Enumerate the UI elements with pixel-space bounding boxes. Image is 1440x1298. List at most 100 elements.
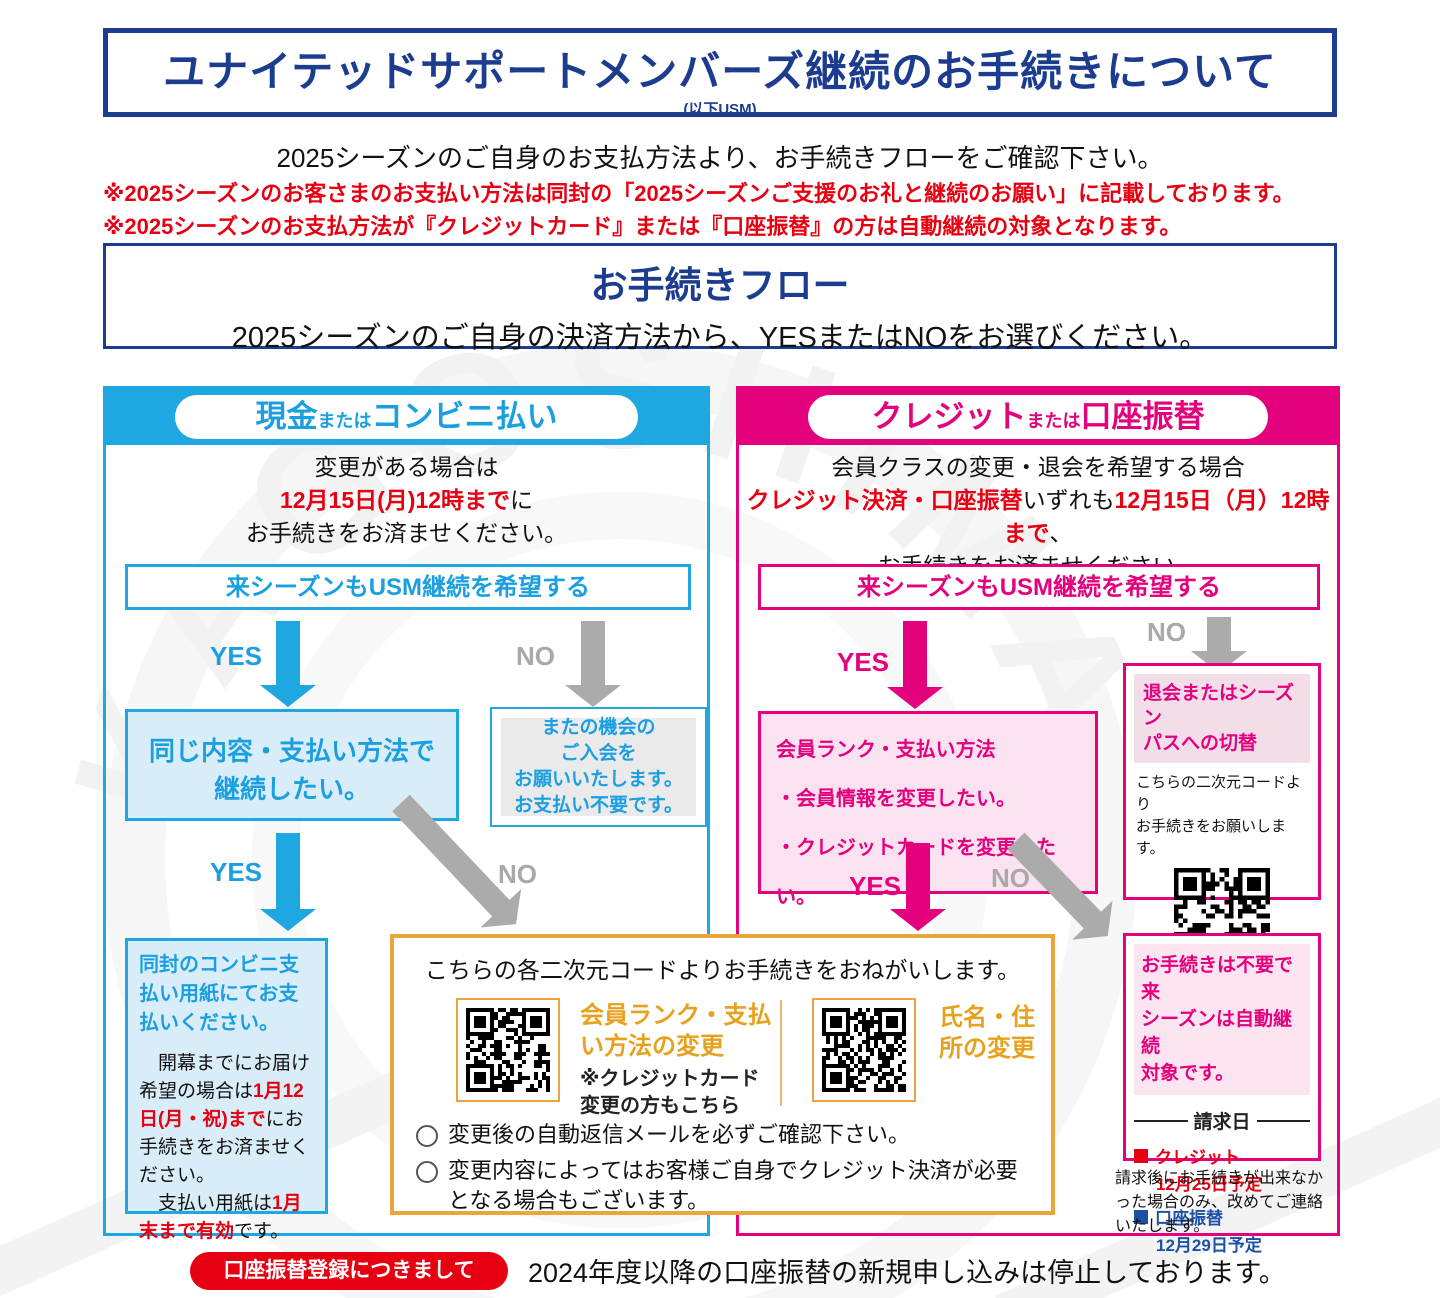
circle-bullet-icon <box>416 1161 438 1183</box>
cash-deadline-text: 変更がある場合は 12月15日(月)12時までに お手続きをお済ませください。 <box>106 451 707 550</box>
header-text: 現金 <box>255 398 318 434</box>
text-segment: こちらの二次元コードより <box>1136 774 1302 813</box>
intro-text: 2025シーズンのご自身のお支払方法より、お手続きフローをご確認下さい。 <box>276 143 1164 173</box>
yes-label: YES <box>210 641 263 671</box>
text-segment: 会員クラスの変更・退会を希望する場合 <box>831 454 1245 480</box>
text-segment: 会員ランク・支払い方法 <box>776 739 996 761</box>
flow-intro-box: お手続きフロー 2025シーズンのご自身の決済方法から、YESまたはNOをお選び… <box>103 243 1337 354</box>
qr-bullet: 変更後の自動返信メールを必ずご確認下さい。 <box>416 1120 1036 1150</box>
qr-box-title: こちらの各二次元コードよりお手続きをおねがいします。 <box>424 957 1021 983</box>
down-arrow-icon <box>887 621 943 709</box>
deadline-date: 12月15日（月）12時まで <box>1003 487 1330 546</box>
pay-box-paragraph: 開幕までにお届け希望の場合は1月12日(月・祝)までにお手続きをお済ませください… <box>139 1050 314 1190</box>
flow-subtitle: 2025シーズンのご自身の決済方法から、YESまたはNOをお選びください。 <box>231 322 1209 354</box>
qr-procedure-box: こちらの各二次元コードよりお手続きをおねがいします。 会員ランク・支払 い方法の… <box>390 934 1055 1215</box>
text-segment: 退会またはシーズン <box>1143 683 1295 729</box>
qr-label-name-address: 氏名・住所の変更 <box>939 1004 1035 1062</box>
yes-label: YES <box>849 871 902 901</box>
text-segment: 、 <box>1049 520 1073 546</box>
header-text: クレジット <box>871 398 1027 434</box>
direct-debit-badge: 口座振替登録につきまして <box>190 1252 508 1290</box>
cash-column-header: 現金またはコンビニ払い <box>106 389 707 445</box>
billing-date: 12月29日予定 <box>1156 1236 1262 1255</box>
qr-code <box>466 1008 550 1092</box>
text-segment: またの機会の <box>541 717 656 738</box>
withdraw-box-text: こちらの二次元コードより お手続きをお願いします。 <box>1134 772 1310 860</box>
pay-box-title: 同封のコンビニ支払い用紙にてお支払いください。 <box>139 954 299 1034</box>
no-label: NO <box>516 641 555 671</box>
text-segment: 変更の方もこちら <box>580 1095 740 1117</box>
cash-payment-box: 同封のコンビニ支払い用紙にてお支払いください。 開幕までにお届け希望の場合は1月… <box>125 938 328 1242</box>
deadline-date: 1月末まで有効 <box>139 1193 302 1242</box>
text-segment: にお手続きをお済ませください。 <box>139 1109 310 1186</box>
page-title-sub: (以下USM) <box>683 101 757 118</box>
down-arrow-icon <box>890 843 946 931</box>
payment-note-2: ※2025シーズンのお支払方法が『クレジットカード』または『口座振替』の方は自動… <box>103 214 1182 239</box>
cash-header-pill: 現金またはコンビニ払い <box>175 394 638 440</box>
qr-bullet: 変更内容によってはお客様ご自身でクレジット決済が必要となる場合もございます。 <box>416 1156 1036 1216</box>
no-label: NO <box>498 859 537 889</box>
billing-item-debit: 口座振替 <box>1134 1204 1310 1229</box>
qr-label-rank-payment: 会員ランク・支払 い方法の変更 ※クレジットカード 変更の方もこちら <box>580 1000 772 1120</box>
text-segment: 対象です。 <box>1141 1063 1235 1084</box>
vertical-divider <box>780 1000 782 1106</box>
no-label: NO <box>991 863 1030 893</box>
text-segment: いずれも <box>1022 487 1115 513</box>
circle-bullet-icon <box>416 1125 438 1147</box>
credit-column: クレジットまたは口座振替 会員クラスの変更・退会を希望する場合 クレジット決済・… <box>736 386 1340 1255</box>
text-segment: 変更がある場合は <box>314 454 499 480</box>
down-arrow-icon <box>260 833 316 931</box>
text-segment: 会員ランク・支払 <box>580 1002 772 1029</box>
header-text: または <box>1026 410 1081 431</box>
text-segment: 継続したい。 <box>213 774 370 804</box>
withdraw-box-title: 退会またはシーズン パスへの切替 <box>1134 674 1310 763</box>
text-segment: 開幕までにお届け希望の場合は <box>139 1053 311 1102</box>
billing-method: 口座振替 <box>1155 1209 1223 1228</box>
text-segment: お支払い不要です。 <box>513 795 684 816</box>
auto-renewal-box: お手続きは不要で来 シーズンは自動継続 対象です。 請求日 クレジット 12月2… <box>1123 933 1321 1255</box>
cash-column: 現金またはコンビニ払い 変更がある場合は 12月15日(月)12時までに お手続… <box>103 386 710 1242</box>
billing-date-divider: 請求日 <box>1134 1107 1311 1134</box>
title-box: ユナイテッドサポートメンバーズ継続のお手続きについて (以下USM) <box>103 28 1337 118</box>
flow-title: お手続きフロー <box>590 265 850 306</box>
text-segment: お手続きをお願いします。 <box>1136 818 1287 857</box>
page-title: ユナイテッドサポートメンバーズ継続のお手続きについて <box>163 48 1277 95</box>
red-square-icon <box>1134 1148 1148 1163</box>
billing-method: クレジット <box>1155 1148 1240 1167</box>
text-segment: に <box>510 487 534 513</box>
header-text: 口座振替 <box>1080 398 1205 434</box>
credit-header-pill: クレジットまたは口座振替 <box>807 394 1269 440</box>
deadline-date: 1月12日(月・祝)まで <box>139 1081 304 1130</box>
down-arrow-icon <box>260 621 316 707</box>
billing-item-credit: クレジット <box>1134 1143 1310 1168</box>
text-segment: 支払い用紙は <box>139 1193 273 1214</box>
yes-label: YES <box>210 857 263 887</box>
header-text: コンビニ払い <box>371 398 558 434</box>
text-segment: お願いいたします。 <box>513 769 684 790</box>
pay-box-paragraph: 支払い用紙は1月末まで有効です。 <box>139 1190 314 1246</box>
text-segment: い方法の変更 <box>580 1033 724 1060</box>
text-segment: パスへの切替 <box>1143 733 1258 754</box>
header-text: または <box>317 410 372 431</box>
text-segment: お手続きをお済ませください。 <box>245 520 568 546</box>
deadline-method: クレジット決済・口座振替 <box>746 487 1023 513</box>
qr-code <box>822 1008 906 1092</box>
text-segment: ご入会を <box>560 743 637 764</box>
qr-label-note: ※クレジットカード 変更の方もこちら <box>580 1066 772 1120</box>
billing-date: 12月25日予定 <box>1156 1175 1262 1194</box>
qr-frame <box>812 998 916 1102</box>
no-label: NO <box>1147 617 1186 647</box>
deadline-date: 12月15日(月)12時まで <box>279 487 511 513</box>
yes-label: YES <box>837 647 890 677</box>
cash-question-box: 来シーズンもUSM継続を希望する <box>125 564 691 610</box>
bullet-text: 変更後の自動返信メールを必ずご確認下さい。 <box>448 1122 911 1147</box>
qr-frame <box>456 998 560 1102</box>
direct-debit-notice: 2024年度以降の口座振替の新規申し込みは停止しております。 <box>528 1258 1286 1288</box>
withdraw-box: 退会またはシーズン パスへの切替 こちらの二次元コードより お手続きをお願いしま… <box>1123 663 1321 964</box>
text-segment: お手続きは不要で来 <box>1141 955 1294 1003</box>
text-segment: シーズンは自動継続 <box>1141 1009 1293 1057</box>
text-segment: ※クレジットカード <box>580 1068 760 1090</box>
text-segment: です。 <box>234 1221 290 1242</box>
auto-renewal-highlight: お手続きは不要で来 シーズンは自動継続 対象です。 <box>1134 944 1310 1095</box>
